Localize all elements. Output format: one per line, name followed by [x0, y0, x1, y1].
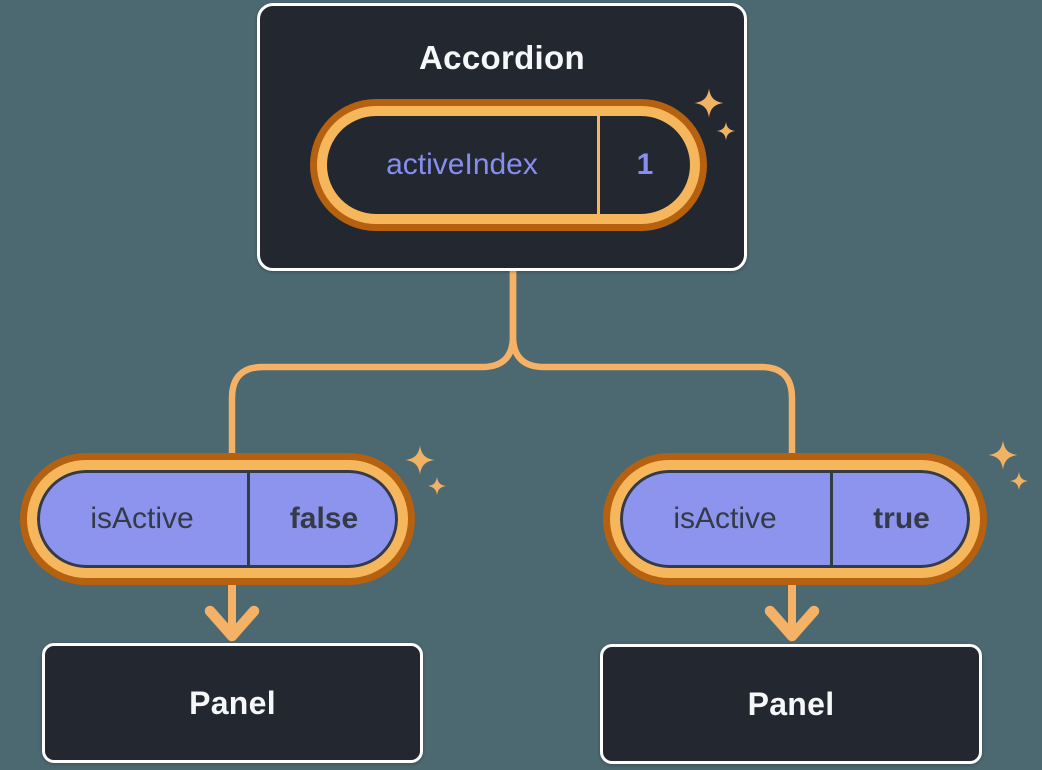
sparkle-icon: [716, 121, 736, 141]
prop-pill-left: isActive false: [27, 460, 408, 578]
panel-title: Panel: [189, 684, 276, 721]
panel-title: Panel: [747, 685, 835, 722]
sparkle-icon: [694, 88, 724, 118]
prop-pill-label: isActive: [90, 502, 194, 535]
arrow-down-icon: [204, 580, 260, 642]
pill-divider: [830, 470, 833, 568]
tree-edge-left: [228, 265, 517, 470]
sparkle-icon: [988, 440, 1018, 470]
state-pill-value: 1: [636, 148, 654, 181]
sparkle-icon: [1009, 471, 1029, 491]
prop-pill-label: isActive: [673, 502, 777, 535]
prop-pill-value: false: [289, 502, 359, 535]
sparkle-icon: [405, 445, 435, 475]
panel-component-box-left: Panel: [42, 643, 423, 763]
arrow-right-head: [764, 605, 820, 642]
arrow-down-icon: [764, 580, 820, 642]
panel-component-box-right: Panel: [600, 644, 982, 764]
pill-divider: [597, 116, 600, 214]
state-pill-label: activeIndex: [386, 148, 538, 181]
sparkle-icon: [427, 476, 447, 496]
tree-edge-right: [509, 265, 796, 470]
prop-pill-value: true: [873, 502, 930, 535]
component-title: Accordion: [419, 39, 585, 76]
state-pill: activeIndex 1: [317, 106, 700, 224]
arrow-left-head: [204, 605, 260, 642]
prop-pill-right: isActive true: [610, 460, 980, 578]
pill-divider: [247, 470, 250, 568]
